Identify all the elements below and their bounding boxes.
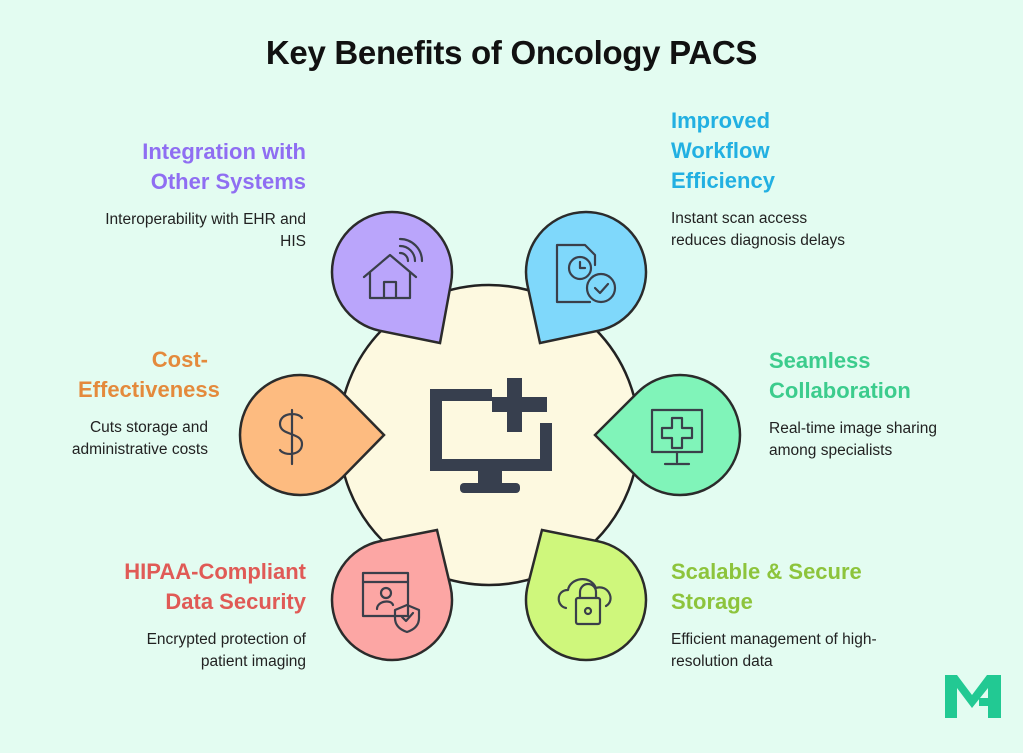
- logo: [945, 675, 1001, 718]
- monitor-cross-icon: [650, 408, 704, 466]
- benefit-desc: Encrypted protection of patient imaging: [146, 631, 306, 670]
- monitor-medical-cross-icon: [430, 378, 552, 493]
- benefit-collaboration: Seamless Collaboration Real-time image s…: [769, 346, 999, 462]
- dollar-icon: [278, 408, 304, 466]
- benefit-desc: Interoperability with EHR and HIS: [105, 211, 306, 250]
- cloud-lock-icon: [557, 578, 612, 626]
- benefit-heading: Improved Workflow Efficiency: [671, 108, 775, 193]
- benefit-heading: Cost-Effectiveness: [78, 347, 220, 402]
- benefit-desc: Instant scan access reduces diagnosis de…: [671, 210, 846, 249]
- user-shield-icon: [361, 571, 421, 634]
- benefit-desc: Efficient management of high-resolution …: [671, 631, 877, 670]
- benefit-heading: Integration with Other Systems: [142, 139, 306, 194]
- benefit-heading: HIPAA-Compliant Data Security: [124, 559, 306, 614]
- benefit-integration: Integration with Other Systems Interoper…: [76, 137, 306, 253]
- teardrop-storage: [524, 528, 648, 662]
- benefit-desc: Cuts storage and administrative costs: [71, 419, 208, 458]
- benefit-storage: Scalable & Secure Storage Efficient mana…: [671, 557, 901, 673]
- teardrop-integration: [330, 210, 454, 345]
- benefit-desc: Real-time image sharing among specialist…: [769, 420, 937, 459]
- benefit-workflow: Improved Workflow Efficiency Instant sca…: [671, 106, 845, 252]
- teardrop-security: [330, 528, 454, 662]
- teardrop-cost: [238, 373, 386, 497]
- page-title: Key Benefits of Oncology PACS: [265, 34, 758, 71]
- benefit-heading: Seamless Collaboration: [769, 348, 911, 403]
- benefit-heading: Scalable & Secure Storage: [671, 559, 862, 614]
- teardrop-collaboration: [593, 373, 742, 497]
- smart-home-icon: [362, 237, 424, 300]
- benefit-security: HIPAA-Compliant Data Security Encrypted …: [76, 557, 306, 673]
- benefit-cost: Cost-Effectiveness Cuts storage and admi…: [0, 345, 220, 461]
- document-clock-check-icon: [555, 243, 617, 304]
